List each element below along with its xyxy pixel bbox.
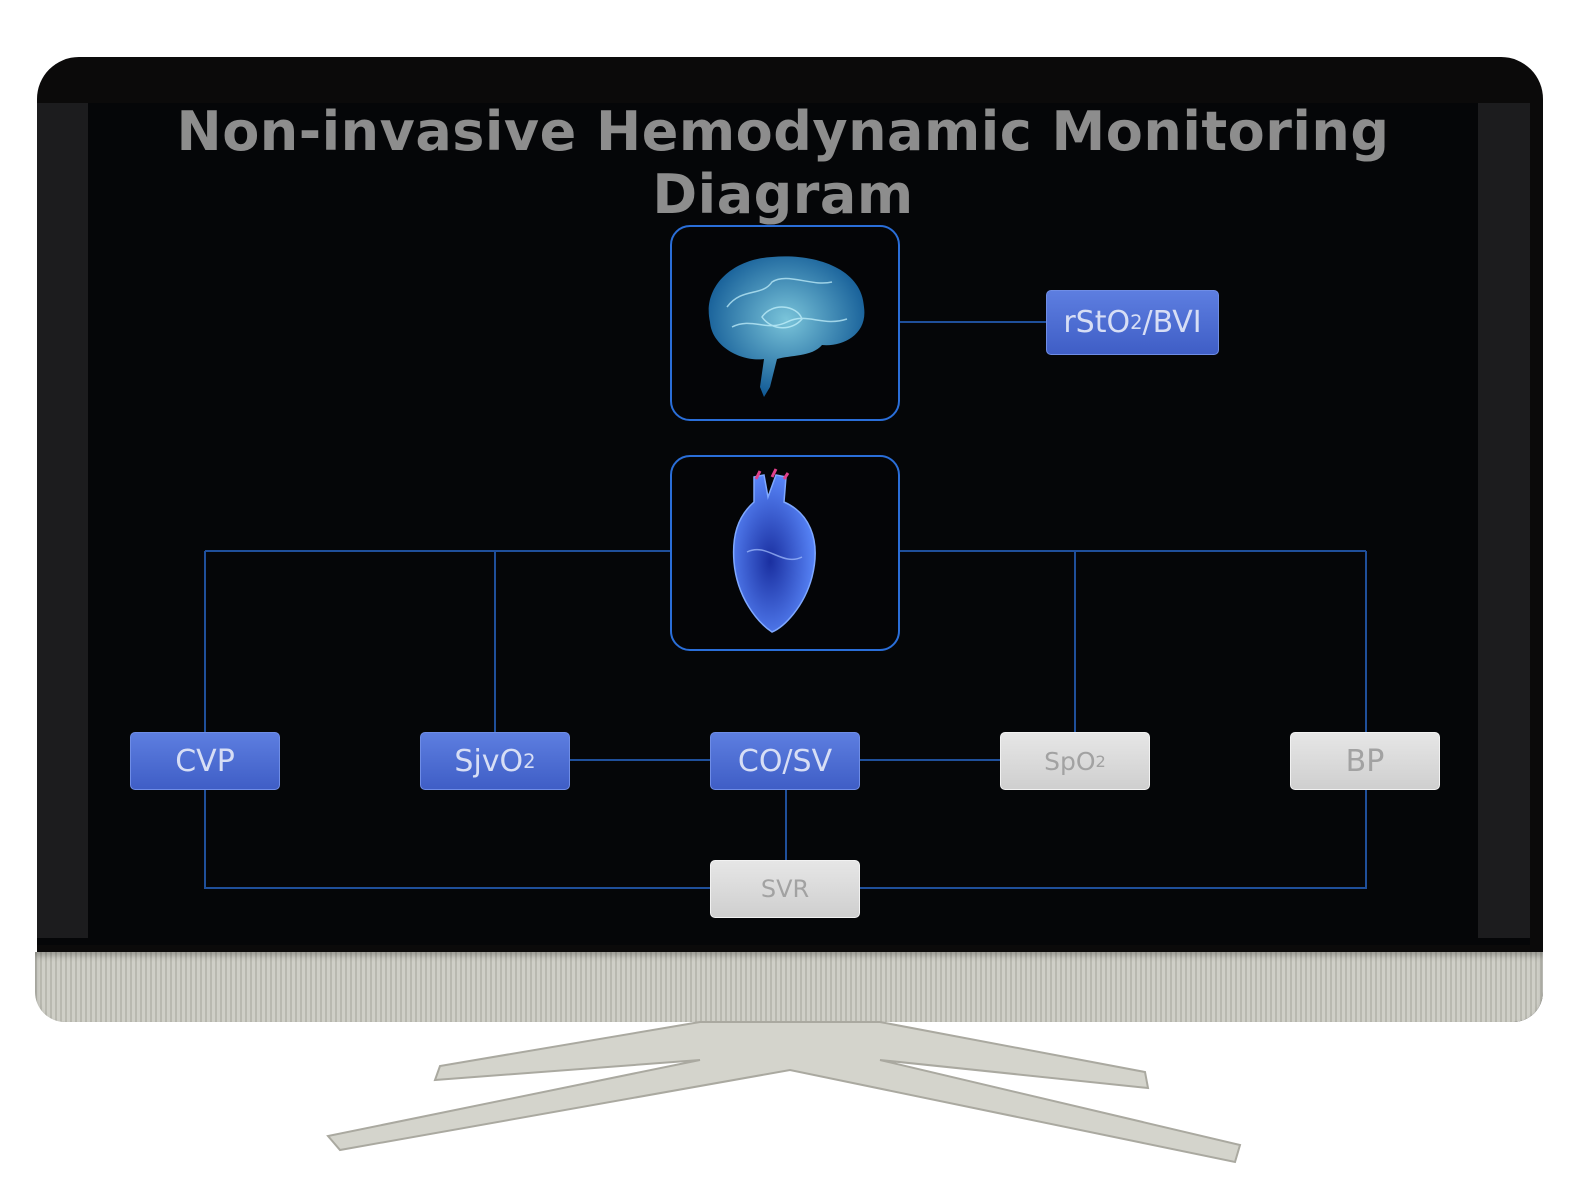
svr-node: SVR bbox=[710, 860, 860, 918]
bvi-label: /BVI bbox=[1142, 305, 1202, 340]
sjvo2-subscript: 2 bbox=[523, 749, 536, 773]
screen-left-panel bbox=[37, 103, 88, 938]
monitor-stand bbox=[326, 1021, 1242, 1164]
bp-label: BP bbox=[1345, 743, 1385, 779]
co-sv-node: CO/SV bbox=[710, 732, 860, 790]
co-sv-label: CO/SV bbox=[737, 743, 833, 779]
sjvo2-label: SjvO bbox=[454, 743, 524, 779]
brain-box bbox=[670, 225, 900, 421]
spo2-subscript: 2 bbox=[1095, 751, 1106, 771]
connector-lines bbox=[204, 321, 1367, 889]
screen-right-panel bbox=[1478, 103, 1530, 938]
brain-icon bbox=[708, 256, 865, 397]
bp-node: BP bbox=[1290, 732, 1440, 790]
cvp-label: CVP bbox=[175, 743, 235, 779]
heart-icon bbox=[732, 468, 816, 633]
monitor-speaker-bar bbox=[35, 952, 1543, 1022]
rsto2-label: rStO bbox=[1063, 305, 1131, 340]
heart-box bbox=[670, 455, 900, 651]
page-title: Non-invasive Hemodynamic Monitoring Diag… bbox=[176, 100, 1390, 226]
rsto2-subscript: 2 bbox=[1130, 311, 1143, 334]
svr-label: SVR bbox=[760, 875, 810, 903]
cvp-node: CVP bbox=[130, 732, 280, 790]
spo2-label: SpO bbox=[1044, 746, 1096, 776]
